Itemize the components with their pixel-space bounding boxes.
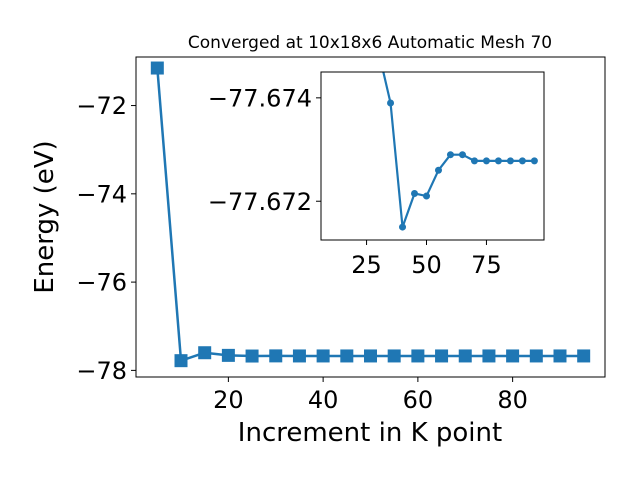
inset-data-point [530,157,538,165]
main-data-point [269,349,283,363]
main-x-tick-label: 60 [403,386,434,414]
main-data-point [411,349,425,363]
main-data-point [150,61,164,75]
main-data-point [174,354,188,368]
inset-y-tick-label: −77.674 [208,84,312,112]
inset-x-tick-label: 25 [351,251,382,279]
main-data-point [458,349,472,363]
main-frame [135,56,606,378]
main-data-point [387,349,401,363]
y-axis-title: Energy (eV) [30,140,60,293]
inset-data-point [411,189,419,197]
main-data-point [506,349,520,363]
inset-data-point [423,192,431,200]
inset-x-tick-label: 75 [471,251,502,279]
main-data-point [364,349,377,363]
main-x-tick-label: 80 [497,386,528,414]
main-y-tick-label: −76 [76,269,127,297]
main-data-point [316,349,330,363]
inset-data-point [446,151,454,159]
inset-data-point [506,157,514,165]
main-data-point [482,349,496,363]
x-axis-title: Increment in K point [238,418,502,448]
main-data-point [553,349,567,363]
inset-frame [320,71,545,241]
inset-data-point [458,151,466,159]
inset-data-point [470,157,478,165]
main-data-point [221,348,235,362]
inset-data-point [494,157,502,165]
inset-background [321,72,544,240]
main-data-point [245,349,259,363]
main-data-point [198,346,212,360]
inset-data-point [387,99,395,107]
inset-data-point [518,157,526,165]
inset-data-point [399,223,407,231]
inset-series-group [382,72,538,231]
main-x-tick-label: 20 [213,386,244,414]
inset-plot-area: 25 50 75 −77.674 −77.672 [208,71,545,279]
main-series-group [150,61,591,368]
inset-x-tick-label: 50 [411,251,442,279]
main-data-point [529,349,543,363]
main-y-tick-label: −72 [76,92,127,120]
main-data-point [435,349,449,363]
main-y-tick-label: −78 [76,357,127,385]
main-y-tick-label: −74 [76,180,127,208]
inset-data-point [482,157,490,165]
inset-y-tick-label: −77.672 [208,188,312,216]
main-data-point [292,349,306,363]
main-data-point [577,349,591,363]
main-data-point [340,349,354,363]
main-chart-title: Converged at 10x18x6 Automatic Mesh 70 [188,33,552,53]
inset-data-point [434,166,442,174]
main-x-tick-label: 40 [308,386,339,414]
